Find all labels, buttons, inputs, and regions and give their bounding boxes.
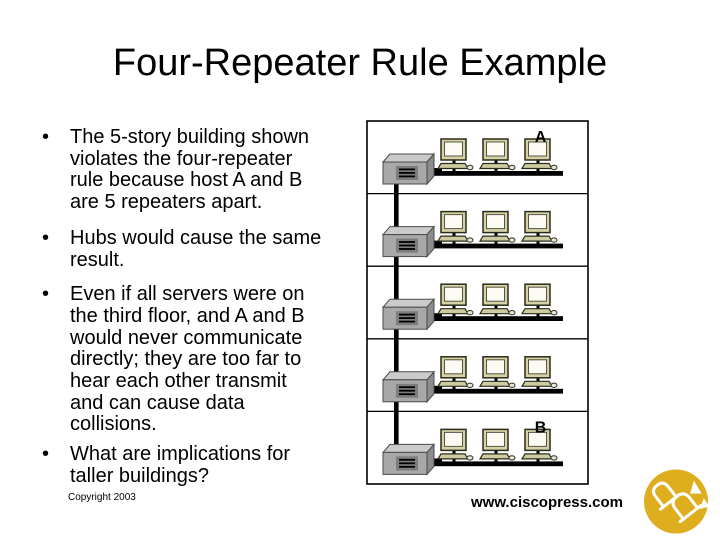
floor-bus-wire <box>425 243 563 249</box>
workstation-icon <box>520 356 558 391</box>
repeater-hub-icon <box>381 225 442 258</box>
workstation-icon <box>478 283 516 319</box>
repeater-hub-icon <box>381 370 442 404</box>
floor <box>381 283 563 331</box>
workstation-icon <box>520 283 558 319</box>
workstation-icon <box>436 283 474 319</box>
building-outline <box>366 120 589 485</box>
bullet-item: • The 5-story building shown violates th… <box>42 126 358 214</box>
workstation-icon <box>436 428 474 464</box>
bullet-item: • Even if all servers were on the third … <box>42 283 358 436</box>
floor: B <box>381 419 563 476</box>
bullet-marker: • <box>42 443 50 466</box>
workstation-icon <box>436 356 474 391</box>
bullet-list: • The 5-story building shown violates th… <box>42 126 358 488</box>
workstation-icon <box>478 138 516 173</box>
workstation-icon <box>436 210 474 246</box>
bullet-text: The 5-story building shown violates the … <box>70 126 310 214</box>
bullet-item: • What are implications for taller build… <box>42 443 358 487</box>
workstation-icon <box>520 428 558 464</box>
repeater-hub-icon <box>381 443 442 476</box>
bullet-marker: • <box>42 126 50 148</box>
bullet-text: Even if all servers were on the third fl… <box>70 283 305 436</box>
floor-bus-wire <box>425 316 563 321</box>
floor-bus-wire <box>425 171 563 176</box>
workstation-icon <box>478 428 516 464</box>
floor <box>381 356 563 404</box>
workstation-icon <box>478 210 516 246</box>
repeater-hub-icon <box>381 152 442 186</box>
host-label: B <box>535 419 547 436</box>
repeater-hub-icon <box>381 297 442 331</box>
workstation-icon <box>520 138 558 173</box>
floor-bus-wire <box>425 461 563 467</box>
workstation-icon <box>478 356 516 391</box>
bullet-text: What are implications for taller buildin… <box>70 443 291 487</box>
bullet-item: • Hubs would cause the same result. <box>42 226 358 271</box>
copyright-note: Copyright 2003 <box>68 492 136 503</box>
bullet-marker: • <box>42 226 50 249</box>
ciscopress-logo-icon <box>644 469 710 534</box>
website-url: www.ciscopress.com <box>470 494 623 511</box>
bullet-marker: • <box>42 283 50 306</box>
bullet-text: Hubs would cause the same result. <box>70 226 322 271</box>
floor <box>381 210 563 258</box>
floor: A <box>381 129 563 186</box>
workstation-icon <box>436 138 474 173</box>
workstation-icon <box>520 210 558 246</box>
host-label: A <box>535 129 547 146</box>
slide-title: Four-Repeater Rule Example <box>112 42 608 84</box>
floor-bus-wire <box>425 388 563 394</box>
